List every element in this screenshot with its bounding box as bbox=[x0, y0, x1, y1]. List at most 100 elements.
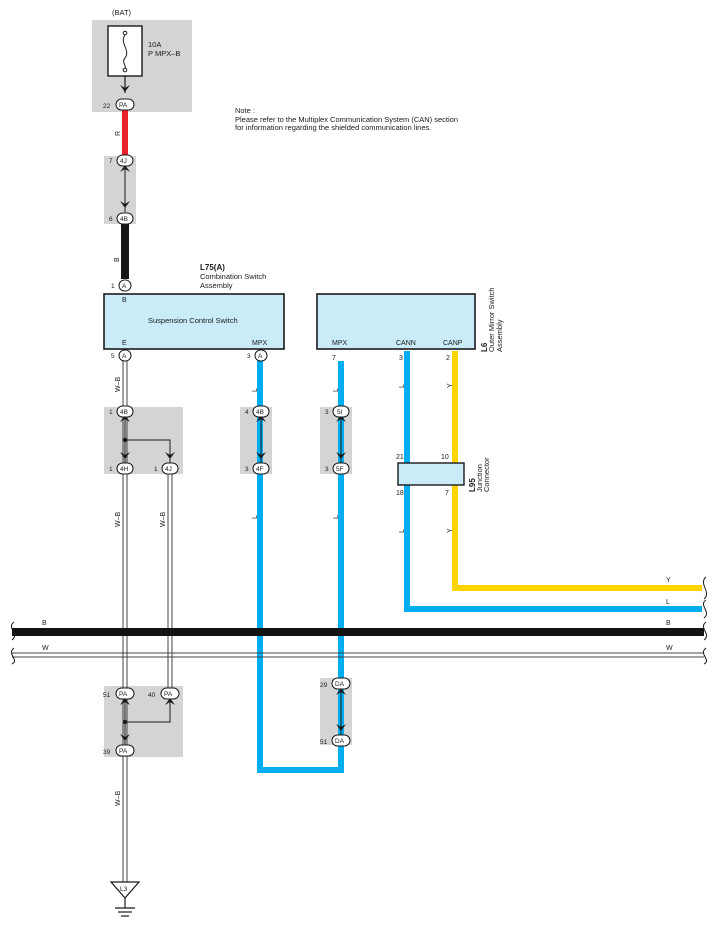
connector-pin: 1 bbox=[109, 466, 113, 473]
connector-pin: 51 bbox=[103, 692, 111, 699]
wire-label-l-4: L bbox=[333, 515, 340, 519]
connector-4b-4: 4 4B bbox=[245, 405, 270, 418]
ground-id: L3 bbox=[120, 886, 128, 893]
connector-code: 4F bbox=[256, 466, 264, 473]
note-line-1: Please refer to the Multiplex Communicat… bbox=[235, 115, 458, 124]
connector-code: 5F bbox=[336, 466, 344, 473]
mirror-pin-cann-no: 3 bbox=[399, 355, 403, 362]
wire-label-l-1: L bbox=[252, 388, 259, 392]
combo-switch-inner: Suspension Control Switch bbox=[148, 316, 238, 325]
connector-pin: 39 bbox=[103, 749, 111, 756]
outer-mirror-name-1: Outer Mirror Switch bbox=[487, 287, 496, 352]
mirror-pin-mpx-no: 7 bbox=[332, 355, 336, 362]
outer-mirror-name-2: Assembly bbox=[495, 319, 504, 352]
connector-pin: 5 bbox=[111, 353, 115, 360]
junction-connector-box bbox=[397, 462, 465, 486]
connector-code: DA bbox=[335, 738, 345, 745]
connector-code: A bbox=[122, 353, 127, 360]
connector-pin: 3 bbox=[325, 466, 329, 473]
bus-w-label-left: W bbox=[42, 645, 49, 652]
connector-code: 4J bbox=[165, 466, 172, 473]
junction-pin-18: 18 bbox=[396, 490, 404, 497]
connector-code: 4J bbox=[120, 158, 127, 165]
mirror-pin-cann: CANN bbox=[396, 340, 416, 347]
connector-pin: 3 bbox=[247, 353, 251, 360]
connector-code: PA bbox=[119, 102, 128, 109]
combo-pin-mpx: MPX bbox=[252, 340, 268, 347]
connector-pin: 1 bbox=[154, 466, 158, 473]
fuse-icon bbox=[122, 30, 128, 73]
connector-code: PA bbox=[119, 691, 128, 698]
connector-pa-51: 51 PA bbox=[103, 687, 135, 700]
fuse-name: P MPX–B bbox=[148, 49, 180, 58]
connector-pin: 3 bbox=[245, 466, 249, 473]
connector-code: A bbox=[122, 283, 127, 290]
connector-5f-3: 3 5F bbox=[325, 462, 350, 475]
connector-pa-40: 40 PA bbox=[148, 687, 180, 700]
note-heading: Note : bbox=[235, 106, 255, 115]
wire-blue-mpx-loop bbox=[257, 361, 344, 773]
connector-a-3: 3 A bbox=[247, 349, 268, 362]
wire-black-vertical bbox=[121, 224, 129, 279]
connector-code: 4B bbox=[256, 409, 264, 416]
combo-pin-e: E bbox=[122, 340, 127, 347]
wire-wb-branch bbox=[167, 474, 173, 694]
wire-yellow-canp bbox=[452, 351, 702, 591]
wire-label-y-2: Y bbox=[447, 528, 454, 533]
wire-wb-main bbox=[122, 361, 128, 884]
connector-pin: 51 bbox=[320, 739, 328, 746]
connector-pin: 1 bbox=[111, 283, 115, 290]
connector-4f-3: 3 4F bbox=[245, 462, 270, 475]
combo-switch-name-2: Assembly bbox=[200, 281, 233, 290]
bus-b-label-right: B bbox=[666, 620, 671, 627]
connector-4j-1: 1 4J bbox=[154, 462, 179, 475]
junction-pin-10: 10 bbox=[441, 454, 449, 461]
wire-label-b-vertical: B bbox=[114, 257, 121, 262]
junction-name-1: Junction bbox=[475, 464, 484, 492]
connector-pin: 1 bbox=[109, 409, 113, 416]
note-line-2: for information regarding the shielded c… bbox=[235, 123, 431, 132]
connector-da-51: 51 DA bbox=[320, 734, 351, 747]
connector-pin: 6 bbox=[109, 216, 113, 223]
connector-pa-39: 39 PA bbox=[103, 744, 135, 757]
mirror-pin-canp-no: 2 bbox=[446, 355, 450, 362]
connector-code: PA bbox=[119, 748, 128, 755]
connector-code: PA bbox=[164, 691, 173, 698]
junction-pin-7: 7 bbox=[445, 490, 449, 497]
combo-switch-box bbox=[103, 293, 285, 350]
junction-4b-4f-bg bbox=[240, 407, 272, 474]
combo-switch-name-1: Combination Switch bbox=[200, 272, 266, 281]
junction-id: L95 bbox=[468, 478, 477, 492]
wire-label-wb-2: W–B bbox=[115, 512, 122, 528]
wire-blue-cann bbox=[404, 351, 702, 612]
connector-code: 4B bbox=[120, 216, 128, 223]
wire-label-l-cann-1: L bbox=[399, 384, 406, 388]
mirror-pin-canp: CANP bbox=[443, 340, 463, 347]
ground-icon bbox=[115, 907, 135, 917]
ground-l3: L3 bbox=[109, 881, 141, 917]
outer-mirror-box bbox=[316, 293, 476, 350]
wire-label-wb-3: W–B bbox=[115, 791, 122, 807]
wire-label-l-cann-2: L bbox=[399, 529, 406, 533]
fuse-rating: 10A bbox=[148, 40, 161, 49]
connector-a-5: 5 A bbox=[111, 349, 132, 362]
wire-label-y-1: Y bbox=[447, 383, 454, 388]
wire-label-r: R bbox=[115, 131, 122, 136]
junction-4j-4b-bg bbox=[104, 156, 136, 224]
connector-pin: 29 bbox=[320, 682, 328, 689]
connector-pin: 3 bbox=[325, 409, 329, 416]
mirror-pin-mpx: MPX bbox=[332, 340, 348, 347]
wire-label-y-right: Y bbox=[666, 577, 671, 584]
connector-code: A bbox=[258, 353, 263, 360]
connector-da-29: 29 DA bbox=[320, 677, 351, 690]
connector-pin: 7 bbox=[109, 158, 113, 165]
wire-label-wb-1: W–B bbox=[115, 377, 122, 393]
connector-code: DA bbox=[335, 681, 345, 688]
connector-4b-6: 6 4B bbox=[109, 212, 134, 225]
wire-red bbox=[122, 110, 128, 156]
connector-pin: 22 bbox=[103, 103, 111, 110]
connector-5i-3: 3 5I bbox=[325, 405, 350, 418]
junction-5i-5f-bg bbox=[320, 407, 352, 474]
note-block: Note : Please refer to the Multiplex Com… bbox=[235, 106, 458, 132]
